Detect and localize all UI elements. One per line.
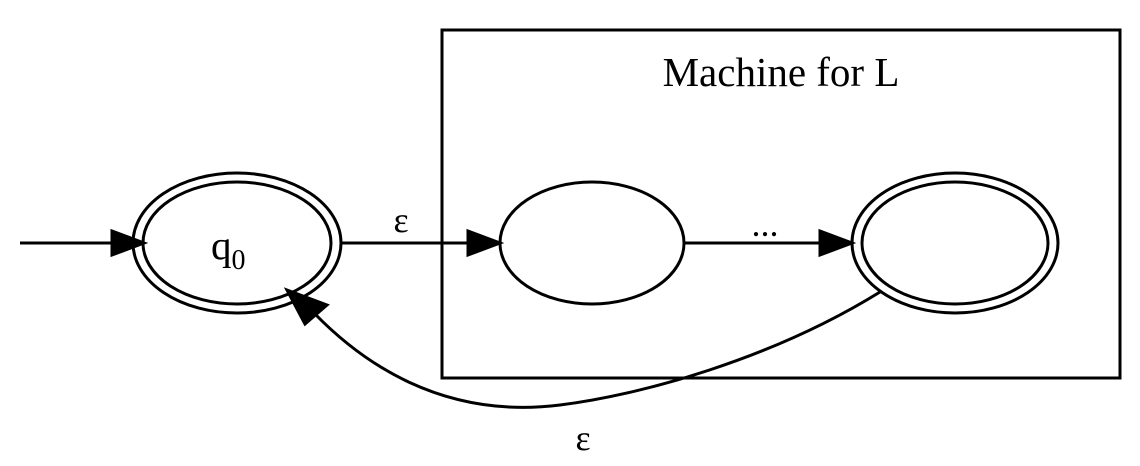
state-q0-label-subscript: 0: [232, 245, 246, 276]
edge-loop-back: ε: [283, 287, 881, 458]
state-machine-accept: [850, 171, 1060, 315]
state-q0-outer-ring: [131, 171, 343, 315]
state-q0-inner-ring: [141, 180, 333, 306]
edge-loop-back-label: ε: [575, 418, 590, 458]
edge-machine-internal: ...: [684, 204, 857, 258]
state-q0-label: q0: [211, 222, 246, 276]
state-machine-start-ring: [498, 180, 686, 306]
initial-arrowhead: [110, 228, 149, 258]
machine-cluster: Machine for L: [440, 28, 1122, 380]
state-machine-accept-inner-ring: [860, 180, 1050, 306]
edge-loop-back-line: [313, 290, 881, 409]
edge-start-to-machine: ε: [341, 200, 505, 258]
edge-start-to-machine-arrowhead: [466, 228, 505, 258]
machine-cluster-box: [440, 28, 1122, 380]
initial-arrow: [20, 228, 149, 258]
state-machine-accept-outer-ring: [850, 171, 1060, 315]
edge-machine-internal-label: ...: [752, 204, 779, 244]
edge-machine-internal-arrowhead: [818, 228, 857, 258]
edge-loop-back-arrowhead: [283, 287, 330, 327]
state-q0-label-main: q: [211, 222, 232, 268]
cluster-label: Machine for L: [663, 49, 900, 95]
state-machine-start: [498, 180, 686, 306]
state-q0: q0: [131, 171, 343, 315]
edge-start-to-machine-label: ε: [393, 200, 408, 240]
